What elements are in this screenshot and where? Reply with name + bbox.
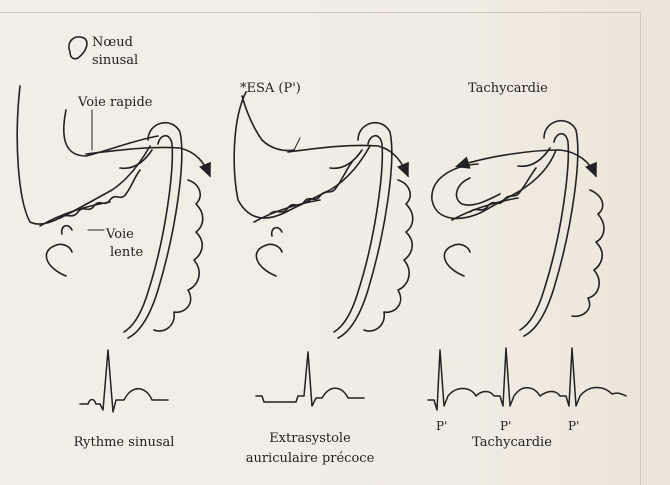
fast-pathway [288,145,408,176]
av-node-arc [46,244,72,276]
node-label-line1: Nœud [92,35,133,50]
slow-pathway [270,162,352,214]
p-label-1: P' [436,419,447,433]
fast-pathway-label: Voie rapide [77,95,153,110]
atrium-outer-wall [234,92,370,218]
caption-sinus: Rythme sinusal [74,435,175,450]
caption-tachy: Tachycardie [472,435,552,450]
valve-loop [272,228,282,236]
p-label-2: P' [500,419,511,433]
ecg-sinus [80,350,168,412]
slow-pathway [470,168,536,212]
ecg-tachy [428,348,626,410]
fast-pathway [86,147,210,176]
reentry-loop-outer [432,150,556,218]
reentry-loop-inner [456,178,500,205]
av-node-arc [256,244,282,276]
bundle-tube-inner [520,134,568,330]
p-label-3: P' [568,419,579,433]
ventricle-wall [572,190,604,316]
ecg-esa [256,352,364,406]
caption-esa-line2: auriculaire précoce [246,451,375,466]
sinus-node-shape [69,37,87,59]
node-label-line2: sinusal [92,53,138,68]
valve-loop [62,226,72,234]
slow-pathway-label-line2: lente [110,245,143,260]
slow-pathway-label-line1: Voie [105,227,134,242]
atrium-inner-wall [64,110,158,156]
bundle-tube-outer [524,121,578,336]
bundle-tube-outer [128,123,182,338]
ridge-line [294,138,300,150]
tachy-top-label: Tachycardie [468,81,548,96]
reentry-circuit [458,150,596,176]
panel-tachy [432,121,604,336]
esa-origin-line [242,96,294,151]
esa-top-label: *ESA (P') [240,81,301,96]
ecg-traces [80,348,626,412]
ventricle-wall [154,180,203,331]
septum-line [120,150,152,168]
panel-sinus [17,37,210,338]
panel-esa [234,92,413,338]
caption-esa-line1: Extrasystole [269,431,351,446]
av-node-arc [444,244,470,276]
ventricle-wall [364,180,413,331]
